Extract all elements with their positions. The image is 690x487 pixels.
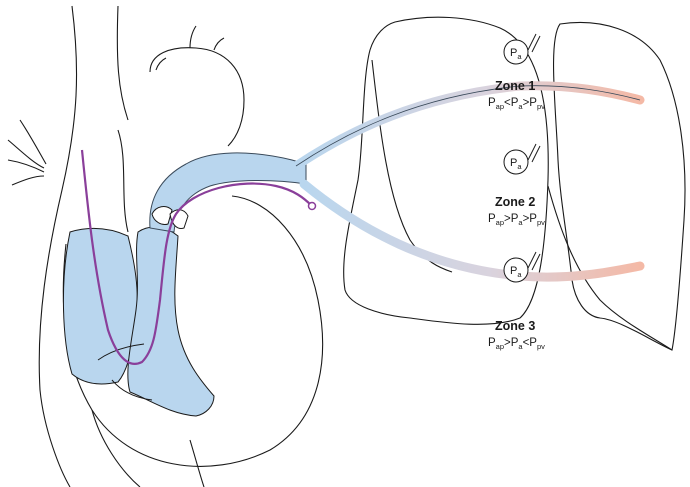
heart-chambers bbox=[63, 227, 214, 416]
zone-2-label: Zone 2 Pap>Pa>Ppv bbox=[488, 195, 545, 227]
zone-vessels bbox=[296, 86, 640, 277]
svg-text:Zone 2: Zone 2 bbox=[495, 195, 535, 209]
catheter-tip bbox=[309, 203, 316, 210]
gauge-zone-1: Pa bbox=[504, 34, 540, 64]
lung-outline bbox=[344, 17, 685, 350]
svg-text:Pap<Pa>Ppv: Pap<Pa>Ppv bbox=[488, 97, 545, 111]
svg-text:Pap>Pa<Ppv: Pap>Pa<Ppv bbox=[488, 337, 545, 351]
gauge-zone-2: Pa bbox=[504, 144, 540, 174]
zone-3-label: Zone 3 Pap>Pa<Ppv bbox=[488, 319, 545, 351]
svg-text:Pap>Pa>Ppv: Pap>Pa>Ppv bbox=[488, 213, 545, 227]
svg-text:Zone 3: Zone 3 bbox=[495, 319, 535, 333]
svg-text:Zone 1: Zone 1 bbox=[495, 79, 535, 93]
